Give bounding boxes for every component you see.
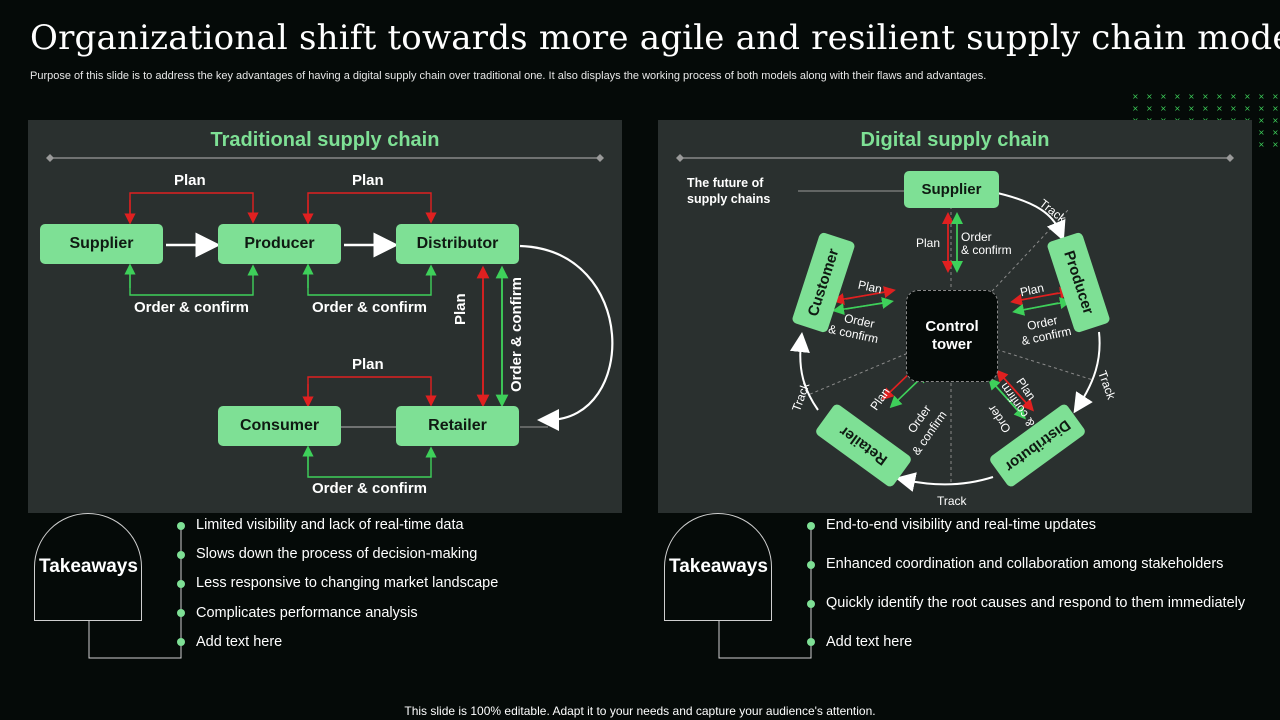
takeaway-item: Limited visibility and lack of real-time… [196,517,464,533]
decorative-dot: × [1244,92,1251,101]
decorative-dot: × [1258,92,1265,101]
traditional-node-distributor: Distributor [396,224,519,264]
decorative-dot: × [1160,104,1167,113]
decorative-dot: × [1216,92,1223,101]
decorative-dot: × [1132,92,1139,101]
decorative-dot: × [1174,104,1181,113]
decorative-dot: × [1272,116,1279,125]
takeaway-item: Quickly identify the root causes and res… [826,595,1246,611]
takeaway-item: Complicates performance analysis [196,605,418,621]
plan-label: Plan [352,356,384,373]
decorative-dot: × [1258,140,1265,148]
slide-title: Organizational shift towards more agile … [30,18,1280,58]
plan-label: Plan [916,236,941,250]
digital-connectors [676,154,1234,492]
takeaways-label: Takeaways [669,556,768,577]
digital-panel: Digital supply chain The future of suppl… [658,120,1252,513]
decorative-dot: × [1202,104,1209,113]
traditional-connectors [46,154,614,478]
traditional-node-producer: Producer [218,224,341,264]
confirm-label: & confirm [961,243,1012,257]
decorative-dot: × [1202,92,1209,101]
plan-label: Plan [174,172,206,189]
decorative-dot: × [1258,104,1265,113]
traditional-node-consumer: Consumer [218,406,341,446]
takeaways-label: Takeaways [39,556,138,577]
takeaways-shape [664,513,772,621]
footer-note: This slide is 100% editable. Adapt it to… [404,704,876,718]
decorative-dot: × [1258,116,1265,125]
decorative-dot: × [1160,92,1167,101]
order-confirm-label: Order & confirm [312,480,428,497]
takeaway-item: Enhanced coordination and collaboration … [826,556,1224,572]
takeaway-item: Add text here [196,634,283,650]
decorative-dot: × [1272,104,1279,113]
decorative-dot: × [1174,92,1181,101]
order-confirm-label: Order & confirm [134,299,250,316]
decorative-dot: × [1216,104,1223,113]
decorative-dot: × [1230,104,1237,113]
traditional-title: Traditional supply chain [210,129,440,151]
traditional-node-retailer: Retailer [396,406,519,446]
slide-subtitle: Purpose of this slide is to address the … [30,70,987,82]
track-label: Track [937,494,967,508]
decorative-dot: × [1188,104,1195,113]
takeaway-item: Slows down the process of decision-makin… [196,546,478,562]
decorative-dot: × [1132,104,1139,113]
digital-title: Digital supply chain [860,129,1050,151]
digital-node-supplier: Supplier [904,171,999,208]
takeaway-item: End-to-end visibility and real-time upda… [826,517,1096,533]
decorative-dot: × [1272,140,1279,148]
decorative-dot: × [1230,92,1237,101]
decorative-dot: × [1146,104,1153,113]
decorative-dot: × [1146,92,1153,101]
order-label: Order [961,230,992,244]
takeaway-item: Less responsive to changing market lands… [196,575,499,591]
order-confirm-label: Order & confirm [312,299,428,316]
traditional-node-supplier: Supplier [40,224,163,264]
takeaway-item: Add text here [826,634,913,650]
decorative-dot: × [1272,128,1279,137]
decorative-dot: × [1258,128,1265,137]
decorative-dot: × [1272,92,1279,101]
future-of-supply-chains-label: The future of supply chains [687,176,771,206]
takeaways-shape [34,513,142,621]
traditional-panel: Traditional supply chain Plan Plan Suppl… [28,120,622,513]
decorative-dot: × [1188,92,1195,101]
decorative-dot: × [1244,104,1251,113]
control-tower: Control tower [906,290,998,382]
plan-label: Plan [352,172,384,189]
